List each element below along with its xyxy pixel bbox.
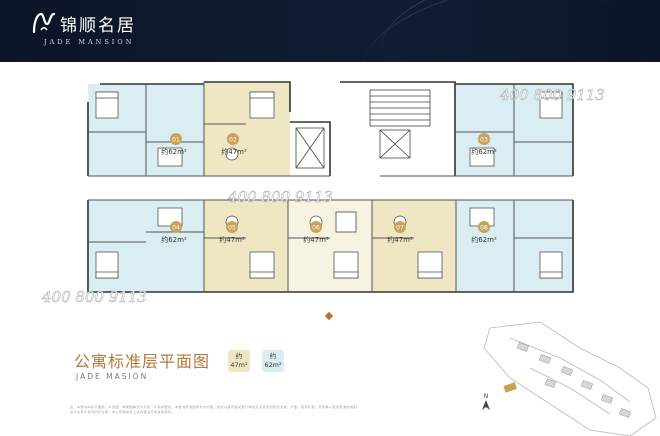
legend-value: 62m² bbox=[264, 361, 282, 369]
header-banner: 锦顺名居 JADE MANSION bbox=[0, 0, 660, 62]
watermark: 400 800 9113 bbox=[41, 288, 147, 306]
unit-06-fill bbox=[288, 200, 372, 292]
plan-subtitle: JADE MASION bbox=[76, 372, 149, 381]
unit-05-area: 约47m² bbox=[219, 235, 245, 244]
unit-03-area: 约62m² bbox=[471, 147, 497, 156]
unit-04-area: 约62m² bbox=[161, 235, 187, 244]
unit-labels: 01 约62m² 02 约47m² 03 约62m² 04 约62m² 05 约… bbox=[161, 133, 497, 244]
site-buildings bbox=[516, 342, 632, 418]
watermark: 400 800 9113 bbox=[227, 188, 333, 206]
unit-01-no: 01 bbox=[172, 137, 180, 144]
unit-03-no: 03 bbox=[480, 137, 488, 144]
core-stairs bbox=[295, 89, 431, 233]
legend-label: 约 bbox=[235, 352, 243, 360]
north-arrow-icon bbox=[482, 400, 490, 410]
divider-diamond bbox=[324, 311, 334, 321]
legend-swatch: 约 47m² bbox=[228, 350, 250, 372]
legend-label: 约 bbox=[269, 352, 277, 360]
brand-name-cn: 锦顺名居 bbox=[60, 15, 136, 36]
unit-08-area: 约62m² bbox=[471, 235, 497, 244]
watermarks: 400 800 9113 400 800 9113 400 800 9113 bbox=[41, 86, 606, 307]
corridor bbox=[88, 176, 574, 200]
floor-plan: 01 约62m² 02 约47m² 03 约62m² 04 约62m² 05 约… bbox=[41, 81, 606, 307]
watermark: 400 800 9113 bbox=[499, 86, 605, 104]
header-decor-line bbox=[351, 0, 629, 62]
legend-item-47: 约 47m² bbox=[228, 350, 250, 372]
unit-05-fill bbox=[204, 200, 288, 292]
unit-06-no: 06 bbox=[312, 225, 320, 232]
legend-value: 47m² bbox=[230, 361, 248, 369]
unit-02-fill bbox=[204, 82, 290, 176]
legend-swatch: 约 62m² bbox=[262, 350, 284, 372]
unit-04-no: 04 bbox=[172, 225, 180, 232]
brand-logo: 锦顺名居 bbox=[30, 10, 136, 36]
unit-07-fill bbox=[372, 200, 456, 292]
logo-mark-icon bbox=[32, 12, 56, 34]
site-location-map: N bbox=[482, 321, 657, 436]
unit-05-no: 05 bbox=[228, 225, 236, 232]
brand-name-en: JADE MANSION bbox=[44, 38, 135, 46]
plan-title: 公寓标准层平面图 bbox=[74, 352, 211, 371]
outer-walls bbox=[87, 81, 574, 293]
unit-01-area: 约62m² bbox=[161, 147, 187, 156]
legend-item-62: 约 62m² bbox=[262, 350, 284, 372]
unit-07-area: 约47m² bbox=[387, 235, 413, 244]
site-outline bbox=[483, 321, 657, 436]
unit-06-area: 约47m² bbox=[303, 235, 329, 244]
site-highlight-building bbox=[503, 382, 518, 393]
unit-02-area: 约47m² bbox=[221, 147, 247, 156]
unit-08-no: 08 bbox=[480, 225, 488, 232]
disclaimer-footnote: 注：本楼书中的平面图、户型图、效果图等仅为示意，不构成要约。本楼书所载面积均为约… bbox=[70, 405, 358, 414]
north-label: N bbox=[484, 393, 489, 400]
north-arrow: N bbox=[482, 393, 490, 410]
unit-02-no: 02 bbox=[229, 137, 237, 144]
unit-07-no: 07 bbox=[396, 225, 404, 232]
